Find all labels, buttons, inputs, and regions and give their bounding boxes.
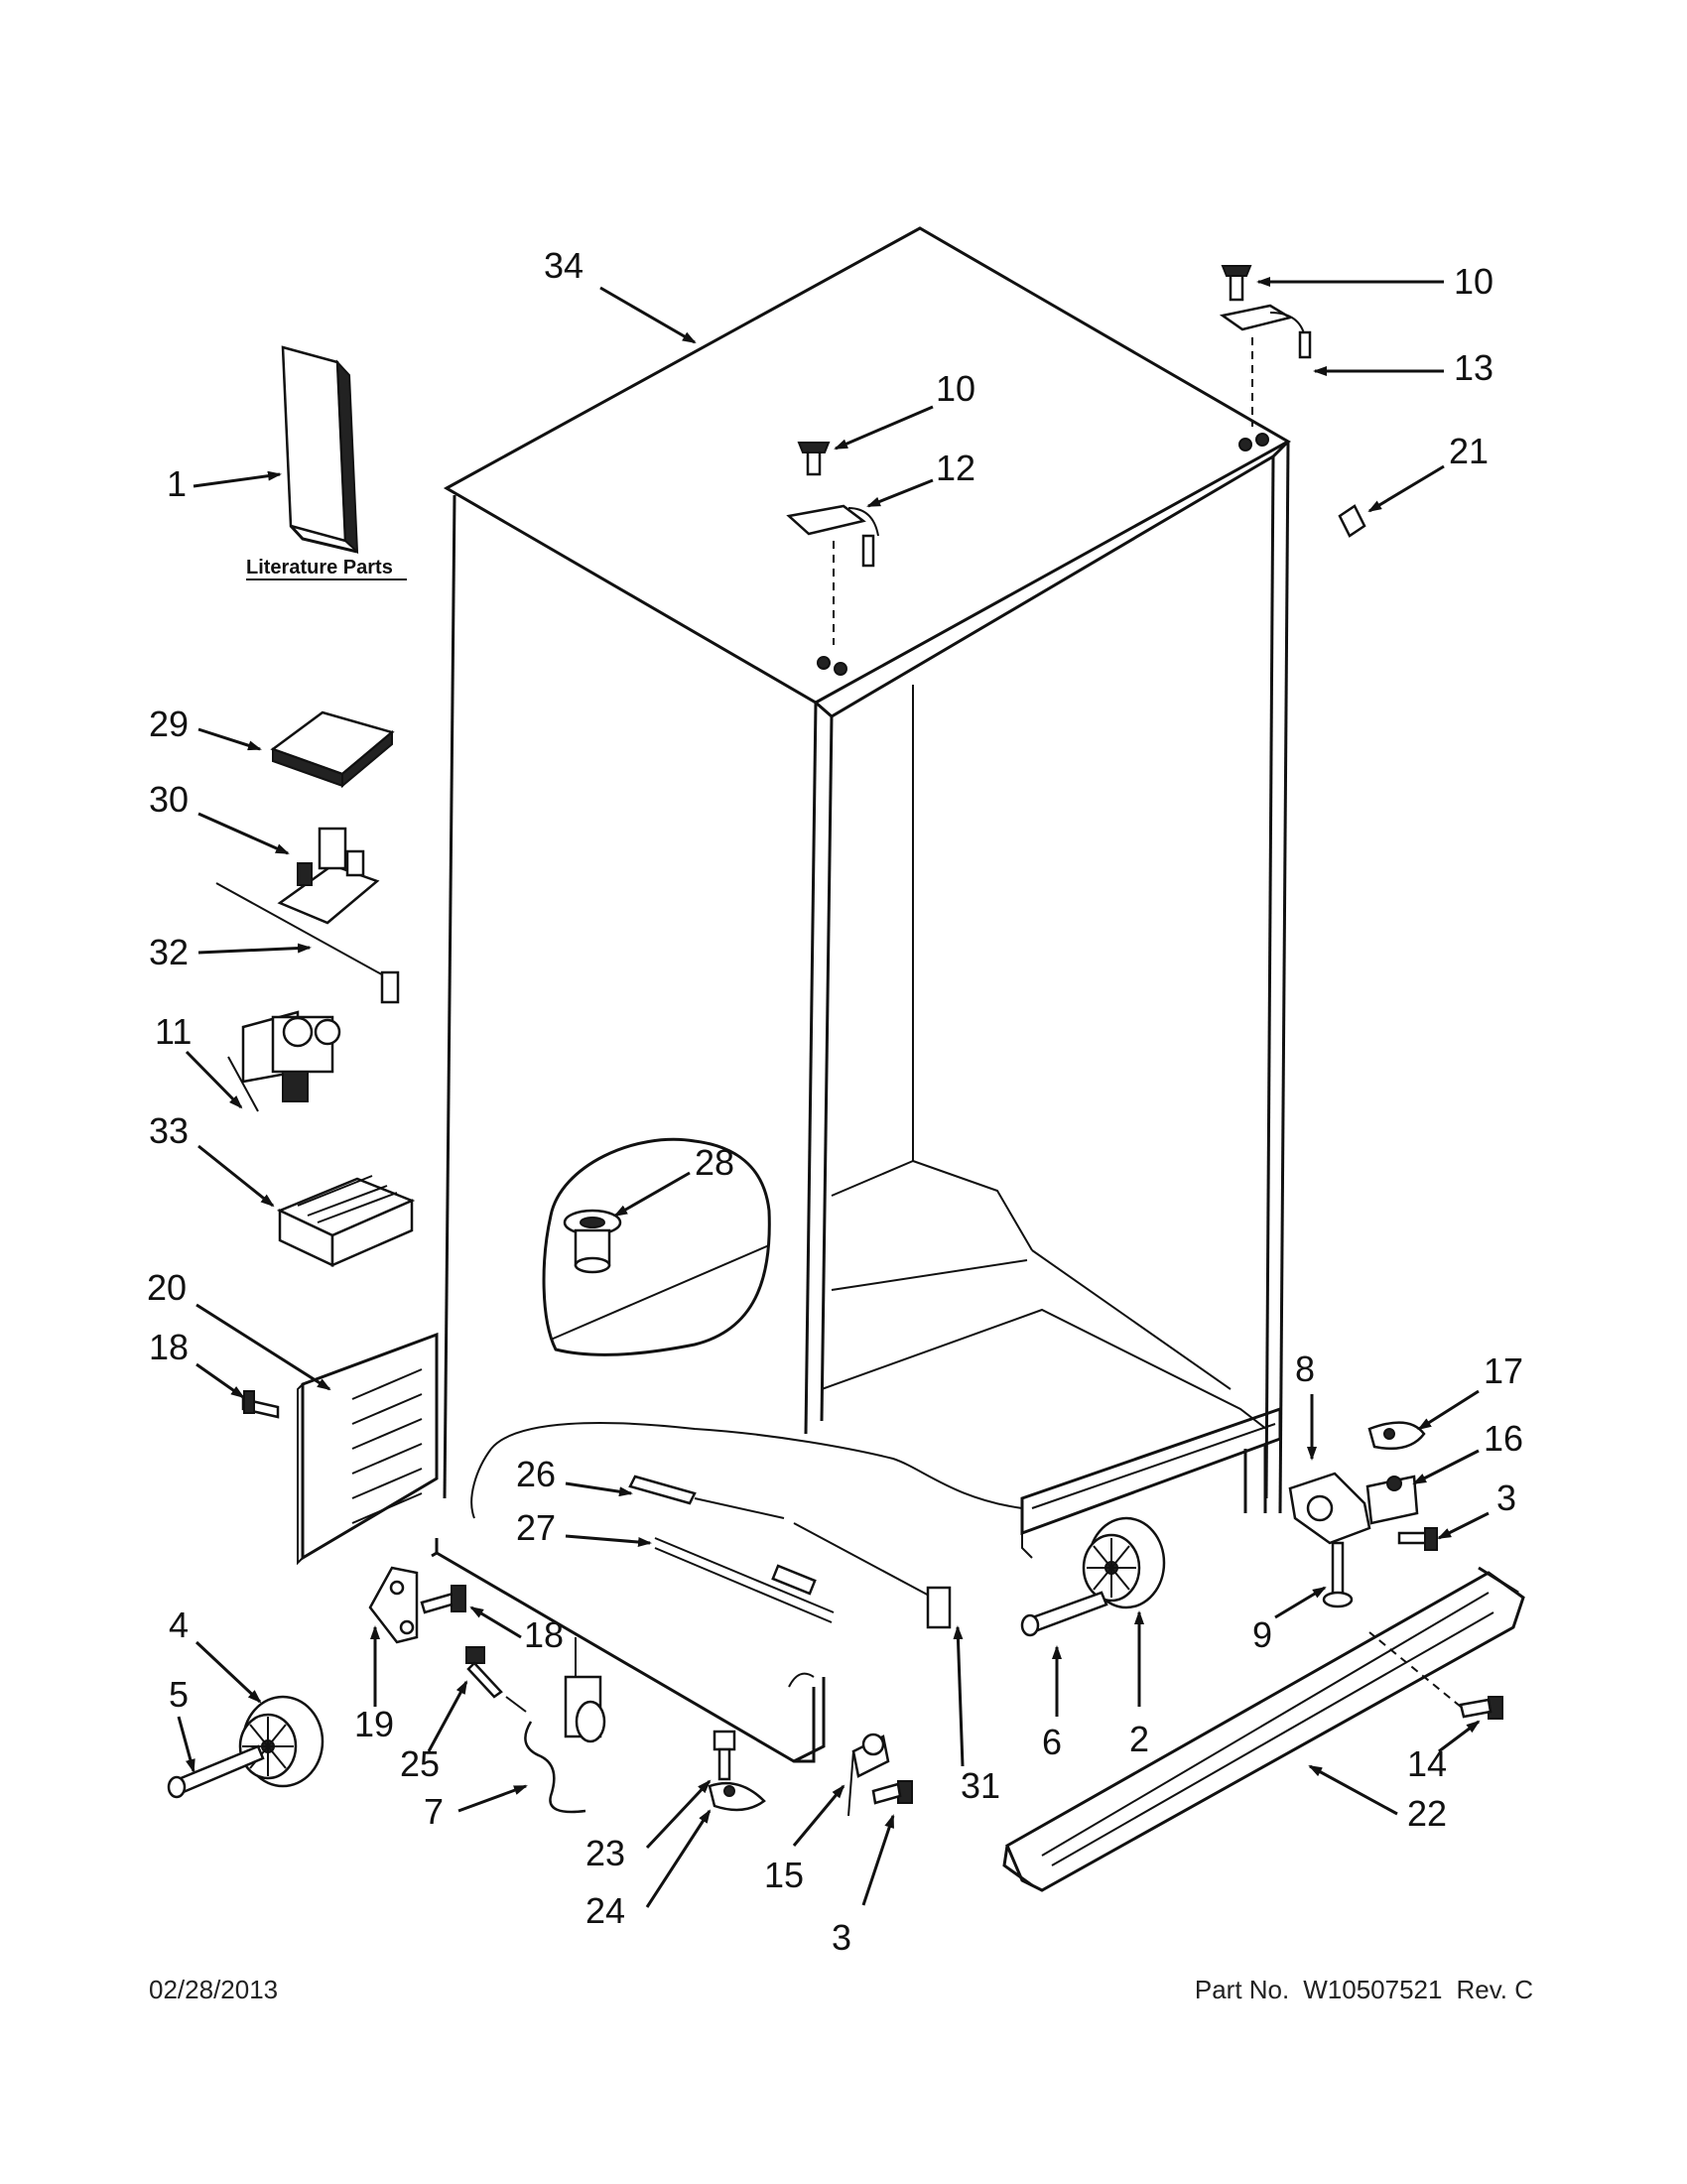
- callout-20: 20: [147, 1267, 187, 1308]
- callout-10-center: 10: [936, 368, 975, 409]
- part-number: W10507521: [1303, 1975, 1443, 2004]
- cam-17: [1367, 1421, 1426, 1451]
- literature-caption: Literature Parts: [246, 557, 393, 578]
- axle-6: [1020, 1591, 1108, 1637]
- callout-11: 11: [155, 1011, 192, 1052]
- grommet-28: [563, 1209, 622, 1274]
- screw-3-right: [1397, 1527, 1438, 1551]
- callout-9: 9: [1252, 1614, 1272, 1655]
- screw-25: [465, 1646, 527, 1713]
- callout-4: 4: [169, 1605, 189, 1645]
- bottom-hinge-8: [1288, 1472, 1371, 1545]
- cam-24: [708, 1781, 766, 1812]
- cover-29: [270, 710, 395, 789]
- control-board-30: [277, 827, 380, 925]
- callout-29: 29: [149, 704, 189, 744]
- callout-15: 15: [764, 1855, 804, 1895]
- water-valve-11: [227, 1010, 341, 1112]
- screw-14: [1368, 1631, 1503, 1720]
- top-hinge-right: [1219, 265, 1312, 451]
- clip-21: [1338, 504, 1366, 538]
- callout-30: 30: [149, 779, 189, 820]
- callout-16: 16: [1484, 1418, 1523, 1459]
- callout-32: 32: [149, 932, 189, 972]
- dispenser-module-33: [276, 1175, 416, 1267]
- tube-26: [628, 1475, 785, 1519]
- wire-31: [793, 1522, 952, 1629]
- callout-8: 8: [1295, 1349, 1315, 1389]
- base-grille-22: [1002, 1566, 1525, 1892]
- revision: Rev. C: [1456, 1975, 1533, 2004]
- cabinet-shell: [431, 226, 1292, 1763]
- leveler-9: [1322, 1541, 1354, 1608]
- callout-34: 34: [544, 245, 584, 286]
- screw-3-center: [871, 1780, 913, 1805]
- callout-28: 28: [695, 1142, 734, 1183]
- top-hinge-center: [786, 442, 879, 676]
- literature-booklet: [281, 345, 359, 555]
- footer-part-info: Part No. W10507521 Rev. C: [1195, 1975, 1533, 2005]
- callout-33: 33: [149, 1110, 189, 1151]
- screw-18-left: [241, 1390, 280, 1419]
- callout-6: 6: [1042, 1722, 1062, 1762]
- roller-4: [238, 1695, 324, 1788]
- callout-18-left: 18: [149, 1327, 189, 1367]
- callout-2: 2: [1129, 1719, 1149, 1759]
- callout-17: 17: [1484, 1350, 1523, 1391]
- callout-21: 21: [1449, 431, 1489, 471]
- callout-31: 31: [961, 1765, 1000, 1806]
- screw-18-center: [420, 1585, 466, 1614]
- callout-27: 27: [516, 1507, 556, 1548]
- part-number-label: Part No.: [1194, 1975, 1290, 2004]
- callout-25: 25: [400, 1743, 440, 1784]
- axle-5: [167, 1744, 265, 1799]
- rear-grille-20: [297, 1332, 439, 1566]
- footer-date: 02/28/2013: [149, 1975, 279, 2004]
- callout-13: 13: [1454, 347, 1493, 388]
- callout-5: 5: [169, 1674, 189, 1715]
- callout-1: 1: [167, 463, 187, 504]
- callout-3-center: 3: [832, 1917, 851, 1958]
- bracket-15: [847, 1733, 890, 1817]
- callout-22: 22: [1407, 1793, 1447, 1834]
- hinge-pin-16: [1365, 1475, 1419, 1525]
- callout-12: 12: [936, 448, 975, 488]
- tube-27: [654, 1537, 835, 1623]
- callout-19: 19: [354, 1704, 394, 1744]
- callout-18-center: 18: [524, 1614, 564, 1655]
- callout-3-right: 3: [1496, 1477, 1516, 1518]
- screw-23: [713, 1730, 736, 1781]
- roller-2: [1082, 1516, 1166, 1609]
- callout-24: 24: [585, 1890, 625, 1931]
- callout-7: 7: [424, 1791, 444, 1832]
- bracket-19: [368, 1566, 419, 1644]
- drain-tube-7: [524, 1637, 606, 1814]
- callout-10-right: 10: [1454, 261, 1493, 302]
- callout-26: 26: [516, 1454, 556, 1494]
- callout-23: 23: [585, 1833, 625, 1873]
- wire-harness-32: [215, 882, 400, 1004]
